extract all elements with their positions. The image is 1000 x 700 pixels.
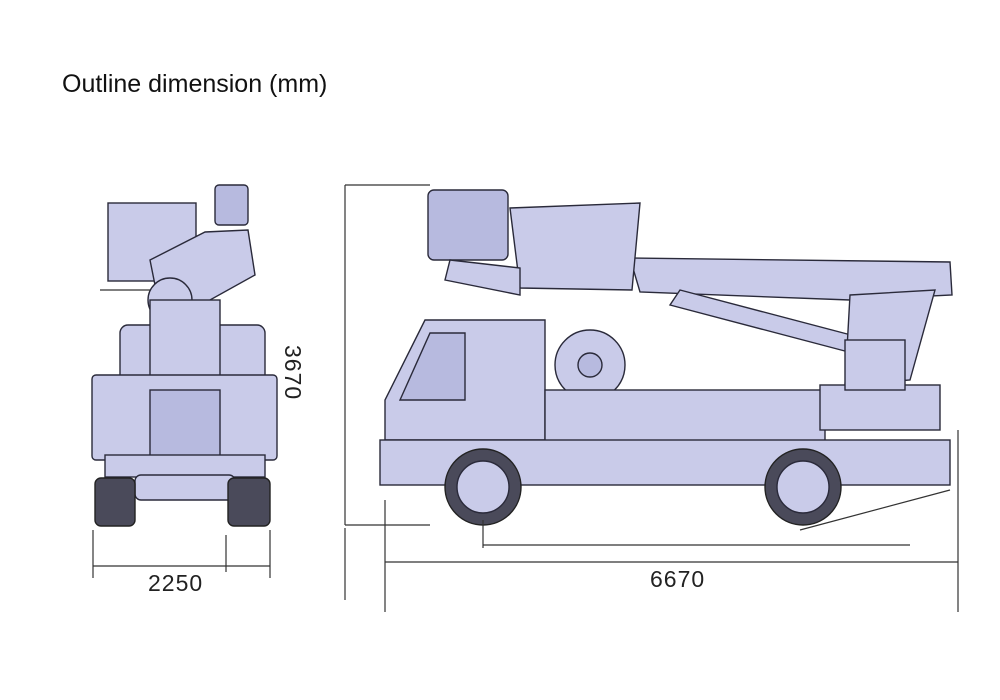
length-dimension-lines [344,184,959,612]
height-dimension-label: 3670 [280,345,306,401]
side-view [379,189,953,526]
length-dimension-label: 6670 [650,566,706,592]
width-dimension-label: 2250 [148,570,204,596]
front-view [91,184,278,527]
page-title: Outline dimension (mm) [62,70,328,98]
width-dimension-line [92,530,271,578]
